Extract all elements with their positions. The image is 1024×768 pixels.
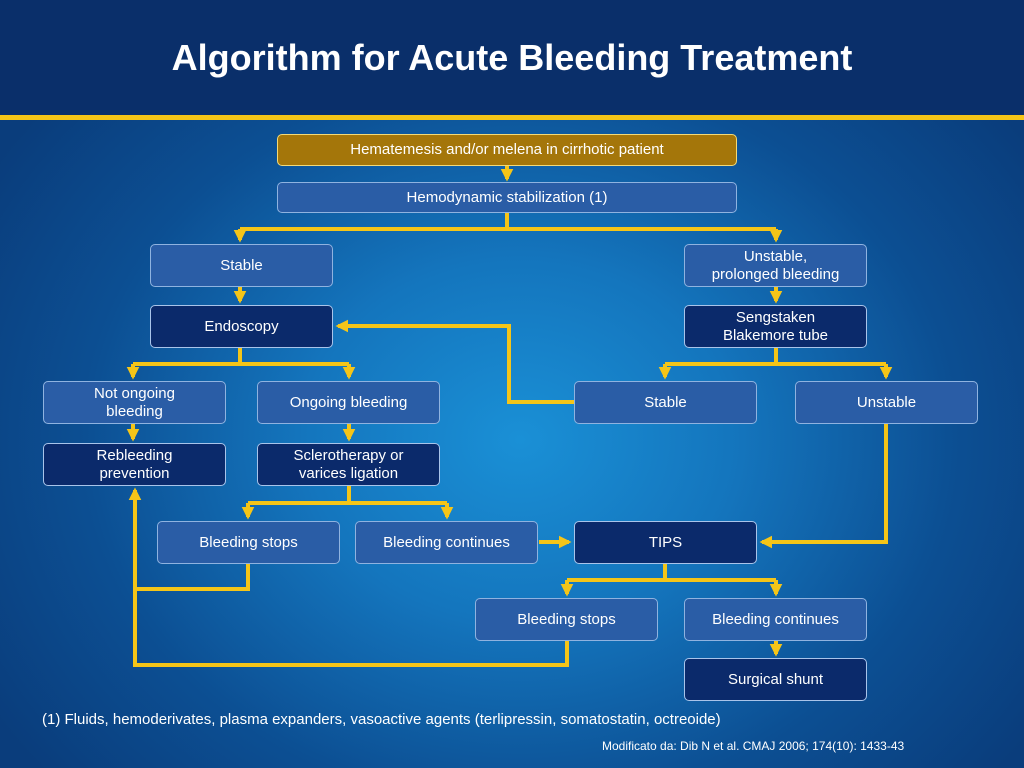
arrow-stops-to-rebleeding [135, 490, 569, 667]
slide-title: Algorithm for Acute Bleeding Treatment [171, 37, 853, 78]
arrow-unstable-mid-to-tips [759, 424, 888, 549]
split-sclerotherapy [248, 486, 447, 505]
header-accent-line [0, 115, 1024, 120]
node-stable-left: Stable [150, 244, 333, 287]
split-stabilization [240, 213, 776, 231]
node-rebleeding-prevention: Rebleeding prevention [43, 443, 226, 486]
split-sengstaken [665, 348, 886, 366]
split-tips [567, 564, 776, 582]
node-bleeding-stops-2: Bleeding stops [475, 598, 658, 641]
node-bleeding-continues-2: Bleeding continues [684, 598, 867, 641]
node-bleeding-stops-1: Bleeding stops [157, 521, 340, 564]
node-tips: TIPS [574, 521, 757, 564]
node-ongoing-bleeding: Ongoing bleeding [257, 381, 440, 424]
footnote: (1) Fluids, hemoderivates, plasma expand… [42, 711, 721, 728]
node-sclerotherapy-or-varices-ligation: Sclerotherapy or varices ligation [257, 443, 440, 486]
source-citation: Modificato da: Dib N et al. CMAJ 2006; 1… [602, 739, 905, 753]
node-stable-mid: Stable [574, 381, 757, 424]
node-unstable-prolonged-bleeding: Unstable, prolonged bleeding [684, 244, 867, 287]
node-surgical-shunt: Surgical shunt [684, 658, 867, 701]
node-start: Hematemesis and/or melena in cirrhotic p… [277, 134, 737, 166]
node-endoscopy: Endoscopy [150, 305, 333, 348]
split-endoscopy [133, 348, 349, 366]
arrow-stable-mid-to-endoscopy [335, 319, 574, 404]
node-bleeding-continues-1: Bleeding continues [355, 521, 538, 564]
node-unstable-mid: Unstable [795, 381, 978, 424]
node-not-ongoing-bleeding: Not ongoing bleeding [43, 381, 226, 424]
node-hemodynamic-stabilization: Hemodynamic stabilization (1) [277, 182, 737, 213]
header-bar [0, 0, 1024, 115]
node-sengstaken-blakemore-tube: Sengstaken Blakemore tube [684, 305, 867, 348]
